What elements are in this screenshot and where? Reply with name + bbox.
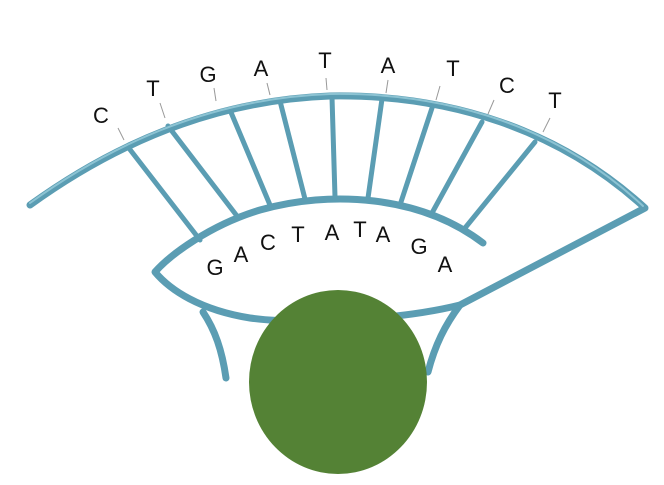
base-label: G: [206, 255, 223, 280]
rung: [397, 105, 435, 208]
top-strand: [26, 92, 649, 325]
base-label: C: [260, 230, 276, 255]
base-label: T: [318, 48, 331, 73]
rung: [462, 139, 538, 231]
base-label: A: [381, 53, 396, 78]
base-label: A: [376, 222, 391, 247]
base-label: T: [146, 76, 159, 101]
rung: [277, 98, 308, 202]
right-leg: [424, 301, 464, 376]
rung: [329, 94, 338, 200]
base-label: A: [254, 56, 269, 81]
rung: [227, 107, 273, 208]
rungs: [125, 94, 538, 243]
base-label: C: [93, 103, 109, 128]
base-label: T: [291, 222, 304, 247]
base-label: T: [446, 56, 459, 81]
tick-marks: [117, 77, 551, 141]
bottom-strand-labels: G A C T A T A G A: [206, 217, 452, 280]
left-leg: [199, 308, 230, 382]
base-label: A: [234, 242, 249, 267]
base-label: A: [438, 252, 453, 277]
top-strand-labels: C T G A T A T C T: [93, 48, 562, 128]
rung: [125, 144, 203, 243]
base-label: G: [199, 62, 216, 87]
strand-highlight: [29, 92, 644, 207]
polymerase-circle: [249, 290, 427, 474]
base-label: T: [548, 88, 561, 113]
base-label: C: [499, 73, 515, 98]
base-label: A: [325, 220, 340, 245]
base-label: G: [410, 234, 427, 259]
rung: [429, 119, 485, 216]
base-label: T: [353, 217, 366, 242]
rung: [365, 96, 385, 201]
rung: [165, 123, 240, 219]
